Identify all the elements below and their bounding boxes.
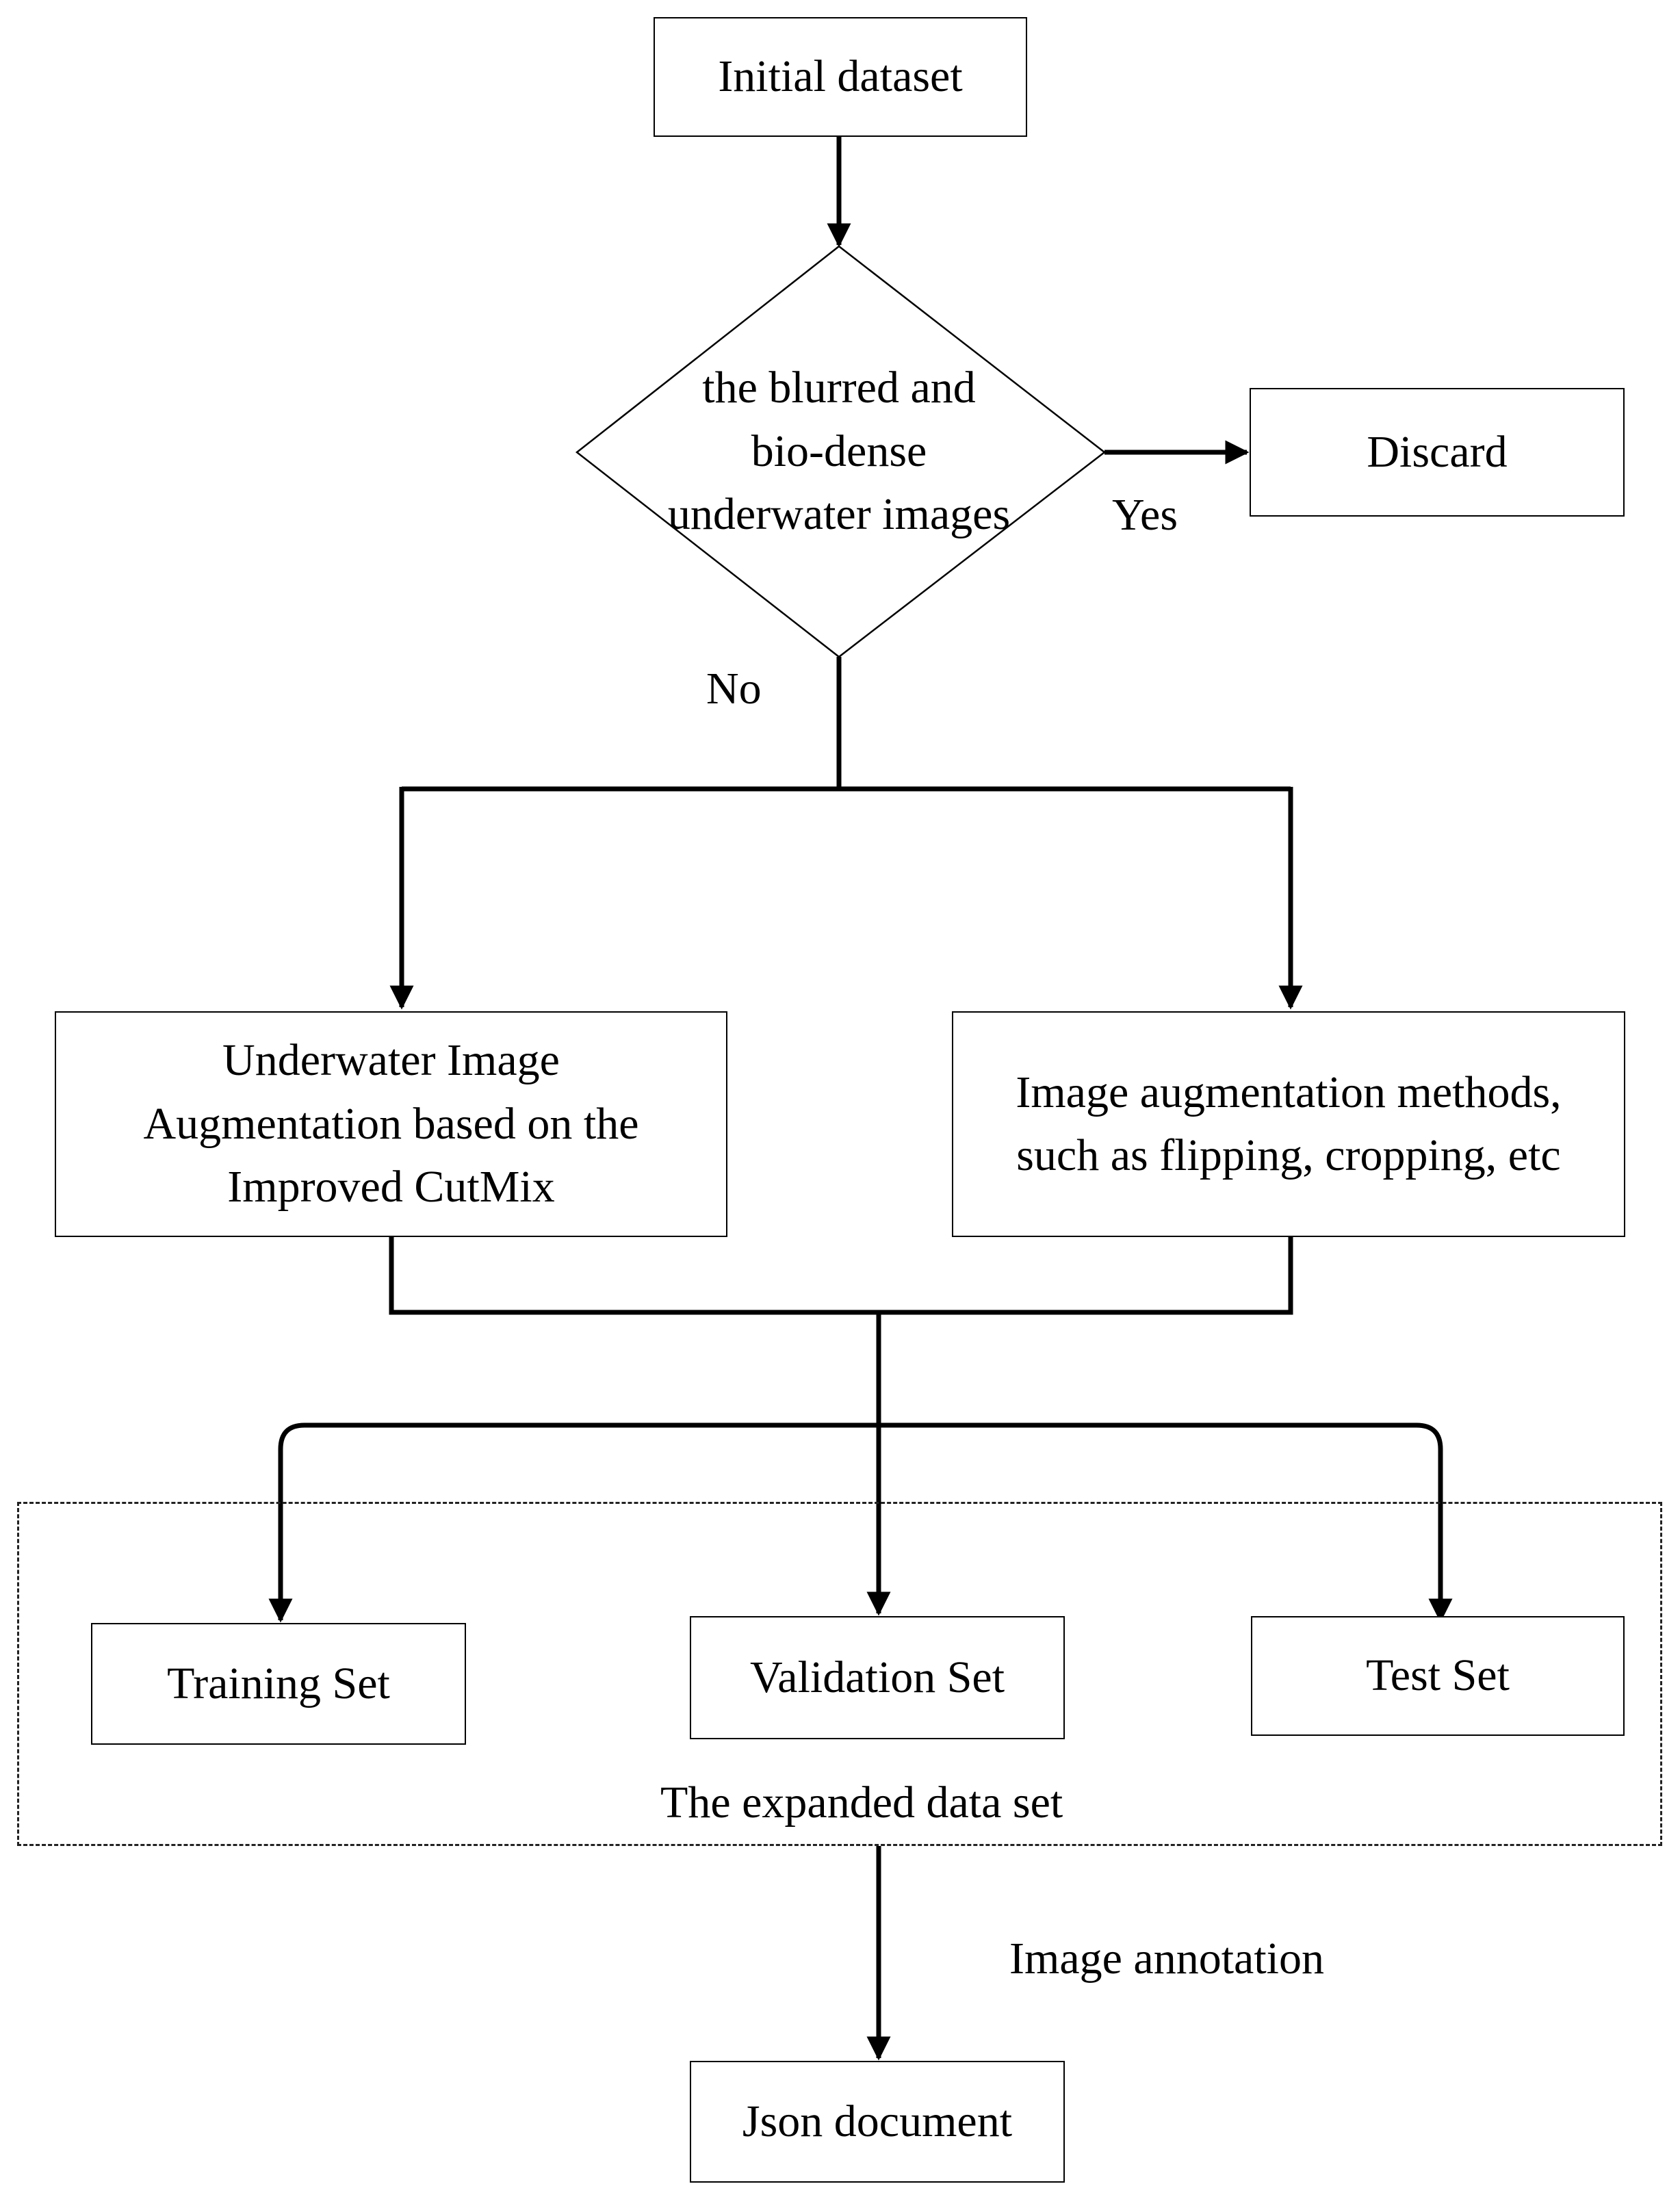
initial-dataset-label: Initial dataset: [718, 51, 963, 102]
expanded-data-set-label: The expanded data set: [660, 1778, 1063, 1828]
test-set-node: Test Set: [1251, 1616, 1625, 1736]
decision-label: the blurred and bio-dense underwater ima…: [616, 349, 1062, 554]
decision-line-3: underwater images: [667, 489, 1011, 540]
decision-line-2: bio-dense: [751, 426, 927, 476]
cutmix-line-3: Improved CutMix: [227, 1162, 555, 1212]
augmentation-methods-line-2: such as flipping, cropping, etc: [1016, 1130, 1561, 1180]
json-document-node: Json document: [690, 2061, 1065, 2183]
cutmix-line-1: Underwater Image: [222, 1035, 560, 1086]
cutmix-augmentation-node: Underwater Image Augmentation based on t…: [55, 1011, 727, 1237]
discard-label: Discard: [1367, 426, 1508, 477]
yes-label: Yes: [1112, 490, 1178, 540]
discard-node: Discard: [1250, 388, 1625, 517]
cutmix-line-2: Augmentation based on the: [143, 1098, 639, 1149]
initial-dataset-node: Initial dataset: [654, 17, 1027, 137]
augmentation-methods-line-1: Image augmentation methods,: [1016, 1067, 1562, 1117]
augmentation-methods-node: Image augmentation methods, such as flip…: [952, 1011, 1625, 1237]
validation-set-label: Validation Set: [749, 1652, 1005, 1702]
no-label: No: [706, 664, 762, 714]
validation-set-node: Validation Set: [690, 1616, 1065, 1739]
expanded-data-set-group: [17, 1502, 1662, 1846]
json-document-label: Json document: [742, 2096, 1013, 2146]
decision-line-1: the blurred and: [702, 363, 976, 413]
image-annotation-label: Image annotation: [1009, 1934, 1325, 1984]
training-set-label: Training Set: [167, 1658, 390, 1708]
training-set-node: Training Set: [91, 1623, 466, 1745]
connector-distribution: [278, 1422, 1453, 1623]
connector-merge: [389, 1237, 1293, 1315]
test-set-label: Test Set: [1366, 1650, 1510, 1701]
